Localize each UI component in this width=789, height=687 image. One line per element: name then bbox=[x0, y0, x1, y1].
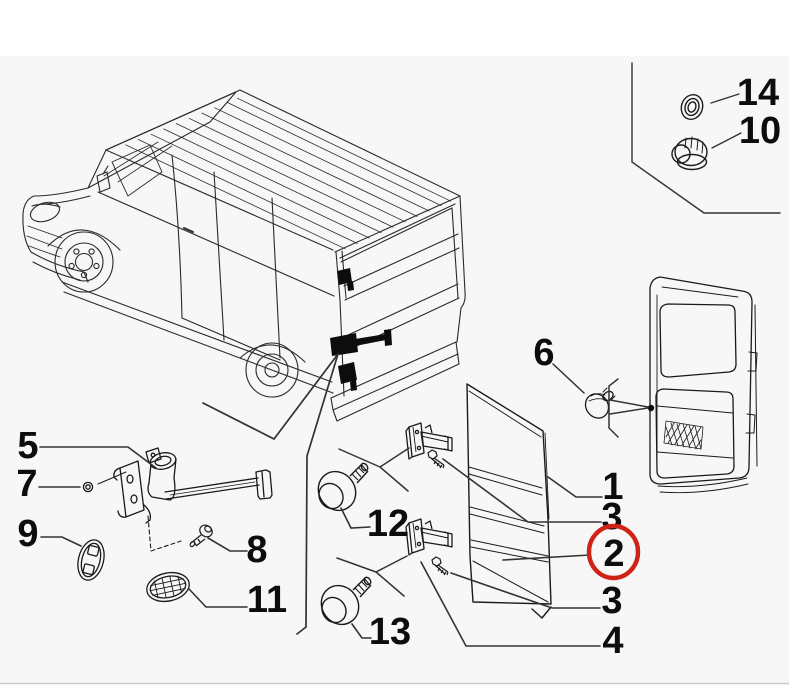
callout-label-11: 11 bbox=[247, 579, 287, 621]
leader-2 bbox=[502, 554, 591, 561]
grommet-hole-dot bbox=[647, 404, 655, 412]
front-wheel bbox=[47, 229, 121, 293]
callout-label-1: 1 bbox=[602, 466, 623, 508]
rear-wheel bbox=[239, 342, 306, 398]
van-headlight bbox=[29, 201, 61, 223]
door-panel-moldings bbox=[468, 466, 549, 563]
callout-label-5: 5 bbox=[17, 425, 38, 467]
van-mirror bbox=[96, 165, 111, 193]
leader-3-lower bbox=[450, 572, 601, 609]
plug-10-drawing bbox=[671, 136, 708, 171]
grommet-6-bracket bbox=[552, 363, 649, 438]
leader-11 bbox=[188, 588, 248, 608]
callout-label-8: 8 bbox=[246, 529, 267, 571]
callout-label-3a: 3 bbox=[601, 496, 622, 538]
leader-4 bbox=[420, 561, 601, 647]
callout-label-9: 9 bbox=[17, 513, 38, 555]
pillar-hardware-marks bbox=[330, 268, 392, 391]
gasket-11-drawing bbox=[146, 571, 190, 603]
callout-label-13: 13 bbox=[369, 611, 411, 653]
nut-7-drawing bbox=[82, 481, 94, 493]
rear-door-drawing bbox=[647, 276, 758, 494]
leader-9 bbox=[40, 536, 82, 547]
hinge-fork-lines bbox=[336, 447, 410, 597]
lower-hinge-mark bbox=[338, 362, 357, 391]
leader-6 bbox=[552, 363, 585, 394]
bolt-8-drawing bbox=[189, 524, 213, 548]
top-right-group bbox=[631, 62, 781, 214]
callout-label-12: 12 bbox=[367, 503, 409, 545]
leader-3-upper bbox=[442, 458, 602, 523]
callout-label-3b: 3 bbox=[601, 580, 622, 622]
callout-label-14: 14 bbox=[737, 72, 779, 114]
van-leader-lines bbox=[202, 353, 339, 635]
leader-14 bbox=[710, 93, 740, 104]
grommet-6-drawing bbox=[584, 387, 616, 419]
check-strap-mark bbox=[330, 333, 358, 356]
van-windshield bbox=[87, 91, 237, 189]
callout-label-2: 2 bbox=[603, 533, 624, 575]
callout-label-7: 7 bbox=[16, 463, 37, 505]
leader-12 bbox=[340, 507, 371, 529]
leader-10 bbox=[711, 132, 742, 149]
gasket-9-drawing bbox=[77, 539, 105, 581]
leader-1 bbox=[547, 476, 603, 498]
leader-5 bbox=[39, 446, 157, 469]
leader-to-lower-parts bbox=[296, 353, 339, 635]
highlight-circle bbox=[586, 523, 641, 581]
check-strap-arm-mark bbox=[355, 329, 392, 346]
label-leader-lines bbox=[38, 446, 603, 647]
callout-label-6: 6 bbox=[533, 332, 554, 374]
van-rear-opening bbox=[330, 195, 466, 422]
bracket-line bbox=[631, 62, 781, 214]
callout-labels: 14 10 6 1 3 2 3 4 5 7 9 8 11 12 13 bbox=[16, 72, 781, 662]
leader-8 bbox=[207, 537, 248, 552]
vent-grille bbox=[663, 420, 704, 450]
van-illustration bbox=[22, 89, 466, 422]
callout-label-4: 4 bbox=[602, 620, 623, 662]
lower-panel-crease bbox=[472, 560, 549, 603]
washer-14-drawing bbox=[680, 93, 704, 121]
van-side bbox=[61, 144, 335, 394]
door-panel-drawing bbox=[466, 383, 552, 619]
leader-to-check-strap bbox=[202, 353, 339, 441]
leader-13 bbox=[351, 623, 372, 639]
callout-label-10: 10 bbox=[739, 110, 781, 152]
panel-bottom-tick bbox=[531, 606, 552, 619]
upper-hinge-mark bbox=[337, 268, 354, 291]
